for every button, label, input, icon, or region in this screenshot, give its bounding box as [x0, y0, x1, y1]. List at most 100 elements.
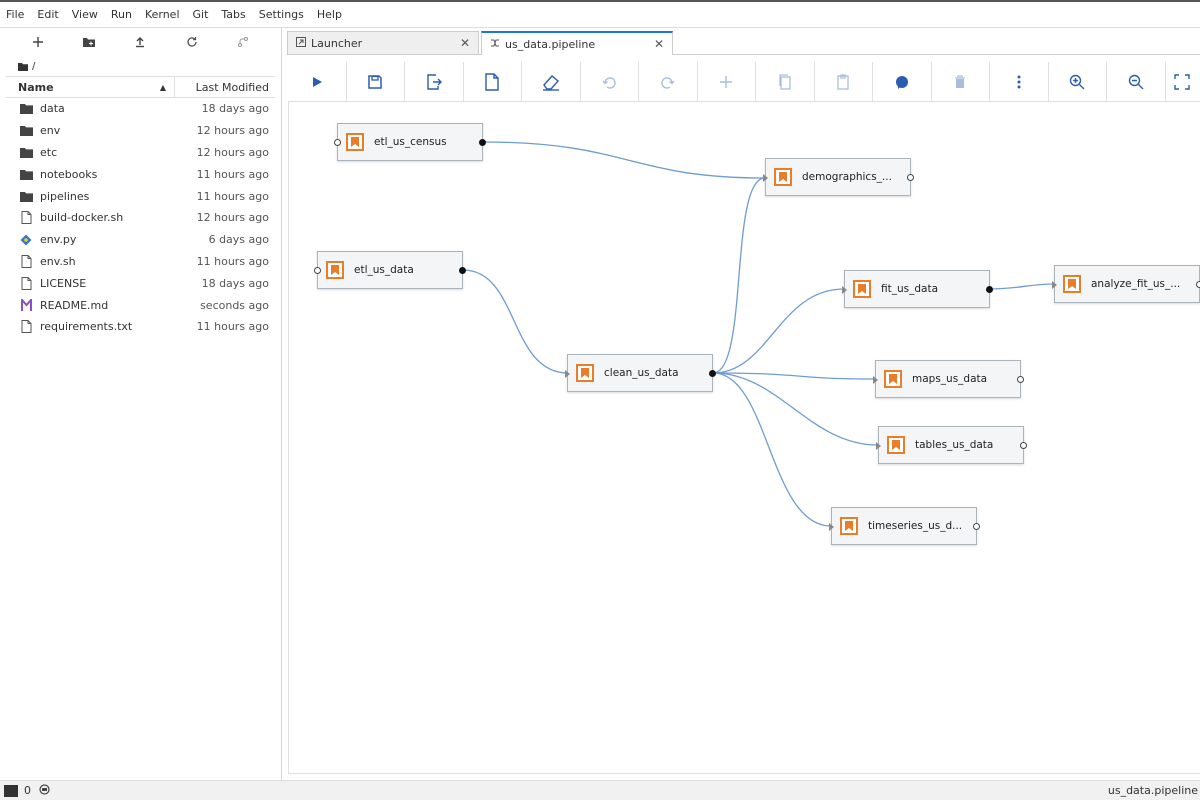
folder-icon: [18, 188, 34, 204]
link-clean-to-demographics[interactable]: [712, 177, 766, 374]
zoom-fit-button[interactable]: [1166, 62, 1200, 101]
link-clean-to-timeseries[interactable]: [712, 372, 832, 527]
node-analyze-fit[interactable]: analyze_fit_us_...: [1052, 265, 1200, 303]
menu-kernel[interactable]: Kernel: [144, 8, 180, 21]
comment-button[interactable]: [873, 62, 932, 101]
zoom-in-button[interactable]: [1049, 62, 1107, 101]
pipeline-icon: [490, 38, 500, 51]
node-maps-us-data[interactable]: maps_us_data: [873, 360, 1024, 398]
menu-git[interactable]: Git: [192, 8, 209, 21]
redo-button[interactable]: [639, 62, 698, 101]
file-name: env.sh: [40, 254, 76, 268]
node-demographics[interactable]: demographics_...: [763, 158, 914, 196]
zoom-out-button[interactable]: [1107, 62, 1166, 101]
menu-view[interactable]: View: [71, 8, 98, 21]
node-clean-us-data[interactable]: clean_us_data: [565, 354, 716, 392]
notebook-icon: [887, 436, 905, 454]
node-etl-us-census[interactable]: etl_us_census: [334, 123, 486, 161]
close-icon[interactable]: ✕: [459, 36, 470, 50]
node-timeseries[interactable]: timeseries_us_d...: [829, 507, 980, 545]
file-modified: 12 hours ago: [196, 145, 269, 159]
link-etl-to-clean[interactable]: [462, 269, 569, 374]
export-icon: [427, 73, 442, 90]
close-icon[interactable]: ✕: [653, 37, 664, 51]
output-port[interactable]: [1017, 376, 1024, 383]
node-label: timeseries_us_d...: [868, 520, 963, 532]
new-folder-icon[interactable]: [75, 31, 103, 53]
output-port[interactable]: [459, 267, 466, 274]
output-port[interactable]: [973, 523, 980, 530]
link-fit-to-analyze[interactable]: [988, 283, 1055, 290]
tab-pipeline[interactable]: us_data.pipeline ✕: [481, 31, 673, 55]
sort-up-icon: ▲: [159, 82, 166, 92]
run-pipeline-button[interactable]: [288, 62, 347, 101]
eraser-button[interactable]: [522, 62, 581, 101]
new-launcher-icon[interactable]: [24, 31, 52, 53]
zoom-in-icon: [1070, 74, 1085, 89]
copy-button[interactable]: [756, 62, 815, 101]
node-fit-us-data[interactable]: fit_us_data: [842, 270, 993, 308]
delete-button[interactable]: [932, 62, 990, 101]
tab-launcher[interactable]: Launcher ✕: [287, 31, 479, 54]
column-name-header[interactable]: Name ▲: [6, 77, 175, 97]
node-tables-us-data[interactable]: tables_us_data: [876, 426, 1027, 464]
file-icon: [18, 275, 34, 291]
output-port[interactable]: [1020, 442, 1027, 449]
console-icon[interactable]: [39, 783, 50, 798]
terminal-icon[interactable]: [4, 784, 18, 797]
clear-pipeline-button[interactable]: [464, 62, 522, 101]
menu-run[interactable]: Run: [110, 8, 132, 21]
input-arrow: [829, 523, 834, 531]
menu-file[interactable]: File: [6, 8, 25, 21]
file-row[interactable]: env.sh 11 hours ago: [6, 251, 275, 273]
git-clone-icon[interactable]: [229, 31, 257, 53]
output-port[interactable]: [479, 139, 486, 146]
output-port[interactable]: [907, 174, 914, 181]
node-etl-us-data[interactable]: etl_us_data: [314, 251, 466, 289]
output-port[interactable]: [709, 370, 716, 377]
paste-button[interactable]: [815, 62, 873, 101]
menu-edit[interactable]: Edit: [37, 8, 59, 21]
save-pipeline-button[interactable]: [347, 62, 405, 101]
output-port[interactable]: [986, 286, 993, 293]
link-clean-to-maps[interactable]: [712, 372, 876, 380]
menu-help[interactable]: Help: [316, 8, 342, 21]
undo-button[interactable]: [581, 62, 639, 101]
column-modified-header[interactable]: Last Modified: [195, 80, 269, 94]
file-modified: 11 hours ago: [196, 254, 269, 268]
add-node-button[interactable]: [698, 62, 756, 101]
link-clean-to-tables[interactable]: [712, 372, 879, 446]
node-label: demographics_...: [802, 171, 892, 183]
menu-settings[interactable]: Settings: [258, 8, 304, 21]
input-port[interactable]: [314, 267, 321, 274]
output-port[interactable]: [1196, 281, 1200, 288]
pipeline-toolbar: [288, 62, 1200, 102]
file-name: build-docker.sh: [40, 211, 124, 225]
more-options-button[interactable]: [990, 62, 1049, 101]
file-name: env.py: [40, 233, 77, 247]
file-icon: [18, 253, 34, 269]
link-census-to-demographics[interactable]: [482, 141, 766, 179]
breadcrumb[interactable]: /: [0, 56, 281, 76]
tab-bar: Launcher ✕ us_data.pipeline ✕: [287, 31, 1200, 55]
input-port[interactable]: [334, 139, 341, 146]
paste-icon: [837, 73, 849, 90]
copy-icon: [779, 73, 791, 90]
file-list-header: Name ▲ Last Modified: [6, 76, 275, 98]
export-pipeline-button[interactable]: [405, 62, 464, 101]
refresh-icon[interactable]: [178, 31, 206, 53]
menu-tabs[interactable]: Tabs: [221, 8, 246, 21]
upload-icon[interactable]: [126, 31, 154, 53]
pipeline-canvas[interactable]: etl_us_census demographics_... etl_us_da…: [288, 102, 1200, 774]
link-clean-to-fit[interactable]: [712, 288, 845, 374]
